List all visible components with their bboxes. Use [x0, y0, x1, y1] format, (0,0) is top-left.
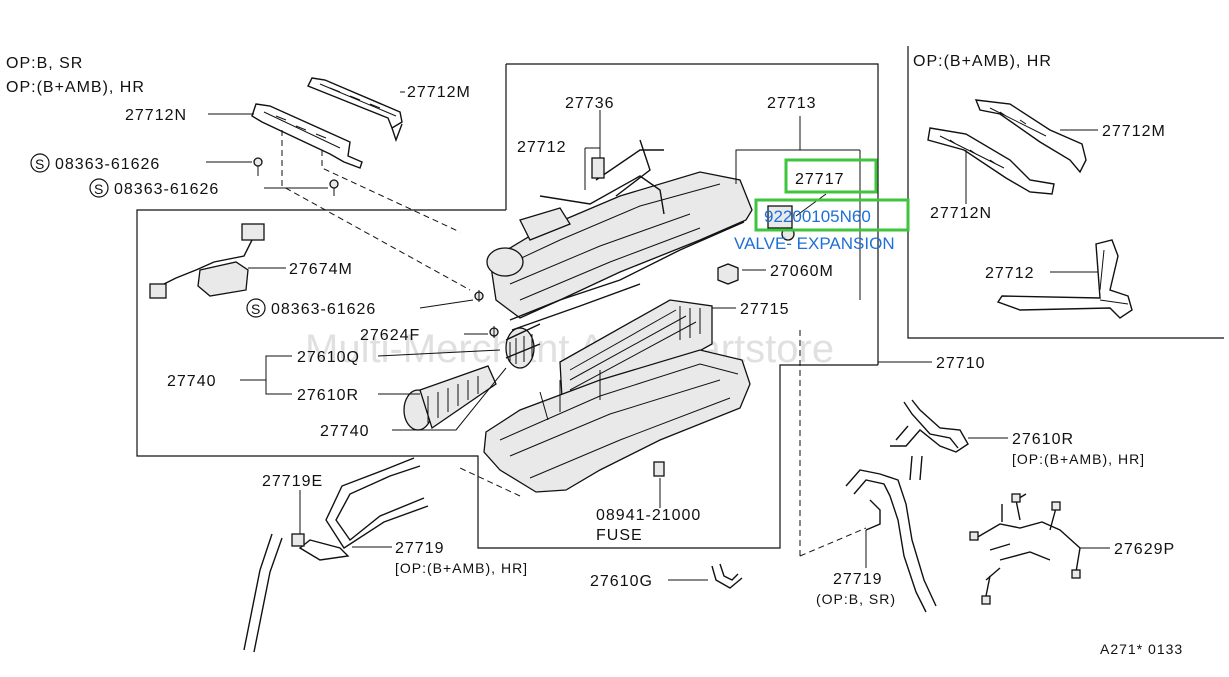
- circled-s-icon: S: [246, 298, 266, 318]
- label-27719: 27719: [395, 540, 445, 557]
- highlight-box-92200105n60: [754, 198, 910, 232]
- screw-2-drawing: [329, 179, 339, 196]
- inset-bracket-27712n-drawing: [927, 127, 1055, 195]
- label-screw-1: 08363-61626: [55, 156, 160, 173]
- label-screw-2: 08363-61626: [114, 181, 219, 198]
- svg-text:S: S: [35, 156, 44, 172]
- label-27713: 27713: [767, 95, 817, 112]
- part-number-link-92200105n60[interactable]: 92200105N60: [764, 207, 871, 226]
- inset-bracket-27712-drawing: [996, 239, 1133, 319]
- right-label-27610r: 27610R: [1012, 431, 1074, 448]
- hose-27719-drawing: [291, 457, 429, 561]
- screw-3-drawing: [474, 290, 484, 302]
- filter-27740-drawing: [403, 323, 541, 431]
- label-27674m: 27674M: [289, 261, 353, 278]
- highlight-box-27717: [784, 158, 878, 194]
- bracket-27712m-drawing: [307, 77, 403, 143]
- hose-27719e-drawing: [243, 533, 283, 653]
- part-description-valve: VALVE- EXPANSION: [734, 234, 895, 253]
- label-27719-option: [OP:(B+AMB), HR]: [395, 560, 528, 576]
- label-27719e: 27719E: [262, 473, 323, 490]
- expansion-valve-drawing: [767, 193, 827, 241]
- reference-code: A271* 0133: [1100, 641, 1183, 657]
- label-fuse: FUSE: [596, 527, 643, 544]
- label-27715: 27715: [740, 301, 790, 318]
- label-27740-b: 27740: [320, 423, 370, 440]
- svg-text:S: S: [94, 181, 103, 197]
- circled-s-icon: S: [89, 178, 109, 198]
- right-label-27719: 27719: [833, 571, 883, 588]
- label-27060m: 27060M: [770, 263, 834, 280]
- option-label-b-sr: OP:B, SR: [6, 55, 83, 72]
- inset-label-27712n: 27712N: [930, 205, 992, 222]
- tray-27710-drawing: [483, 349, 751, 493]
- label-27736: 27736: [565, 95, 615, 112]
- main-box: [136, 209, 878, 549]
- harness-27629p-drawing: [969, 493, 1081, 605]
- inset-option-header: OP:(B+AMB), HR: [913, 53, 1052, 70]
- option-label-b-amb-hr: OP:(B+AMB), HR: [6, 79, 145, 96]
- label-27610r: 27610R: [297, 387, 359, 404]
- inset-label-27712m: 27712M: [1102, 123, 1166, 140]
- label-27710: 27710: [936, 355, 986, 372]
- inset-label-27712: 27712: [985, 265, 1035, 282]
- fuse-08941-drawing: [653, 461, 665, 477]
- evaporator-upper-drawing: [486, 115, 753, 331]
- label-27624f: 27624F: [360, 327, 420, 344]
- circled-s-icon: S: [30, 153, 50, 173]
- right-label-27719-option: (OP:B, SR): [816, 591, 896, 607]
- right-label-27610r-option: [OP:(B+AMB), HR]: [1012, 451, 1145, 467]
- nut-27060m-drawing: [717, 263, 739, 285]
- label-08941-21000: 08941-21000: [596, 507, 701, 524]
- right-label-27629p: 27629P: [1114, 541, 1175, 558]
- bracket-27712n-drawing: [251, 103, 363, 169]
- label-27712: 27712: [517, 139, 567, 156]
- label-27712n: 27712N: [125, 107, 187, 124]
- inset-frame: [907, 46, 1224, 339]
- inset-bracket-27712m-drawing: [974, 99, 1087, 174]
- sensor-27674m-drawing: [149, 223, 265, 299]
- clip-27624f-drawing: [489, 326, 499, 338]
- label-screw-3: 08363-61626: [271, 301, 376, 318]
- svg-text:S: S: [251, 301, 260, 317]
- label-27610g: 27610G: [590, 573, 653, 590]
- hose-27610r-right-drawing: [890, 399, 969, 481]
- label-27712m: 27712M: [407, 84, 471, 101]
- screw-1-drawing: [253, 157, 263, 176]
- hose-27719-right-drawing: [845, 469, 937, 613]
- hose-27610g-drawing: [711, 563, 743, 589]
- main-frame: [506, 63, 879, 365]
- label-27610q: 27610Q: [297, 349, 360, 366]
- label-27740-a: 27740: [167, 373, 217, 390]
- label-27717: 27717: [795, 171, 845, 188]
